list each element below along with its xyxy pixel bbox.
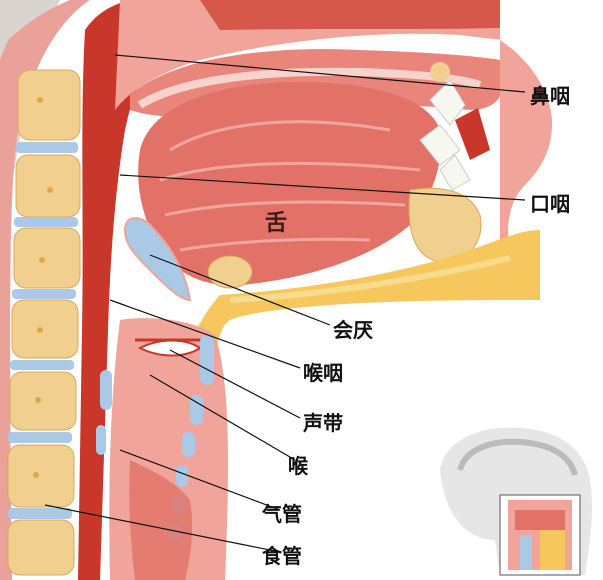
tongue-label: 舌 [265,205,287,237]
label-oropharynx: 口咽 [530,188,570,217]
cervical-spine [8,70,80,575]
label-larynx: 喉 [288,450,308,479]
label-vocal-cords: 声带 [303,407,343,436]
label-epiglottis: 会厌 [333,314,373,343]
label-laryngopharynx: 喉咽 [303,357,343,386]
label-esophagus: 食管 [262,540,302,569]
label-trachea: 气管 [262,498,302,527]
label-nasopharynx: 鼻咽 [530,80,570,109]
